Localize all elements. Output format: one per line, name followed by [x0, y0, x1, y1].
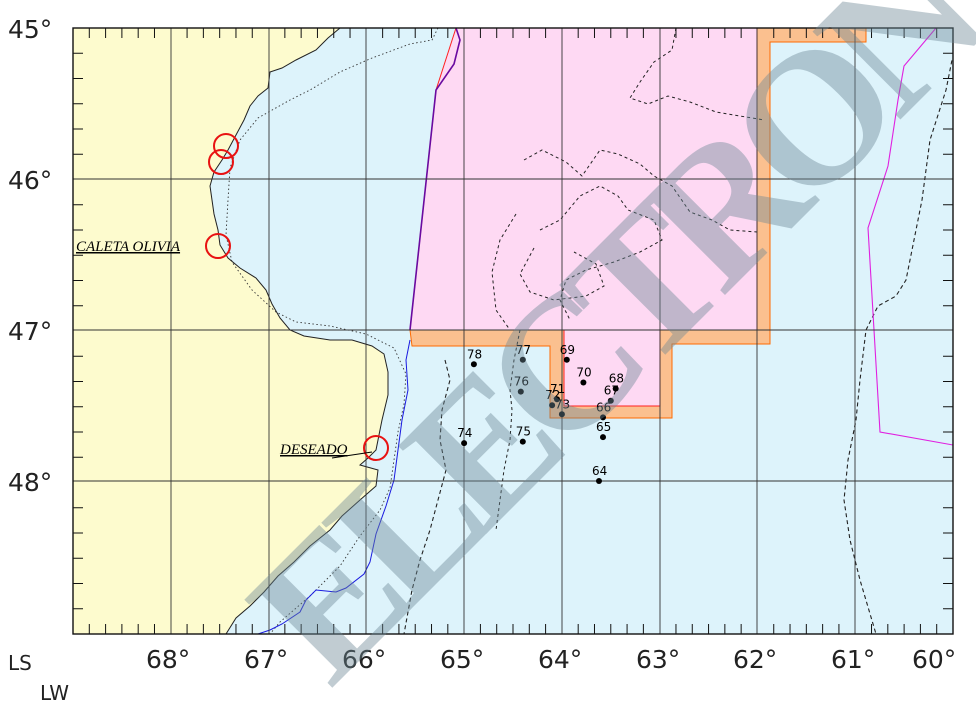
station-label: 65 — [596, 420, 611, 434]
maritime-line-blue — [257, 339, 411, 634]
frame-ticks — [73, 28, 953, 634]
lon-label-63: 63° — [636, 645, 680, 674]
station-point — [612, 385, 619, 392]
station-point — [607, 397, 614, 404]
lon-label-61: 61° — [831, 645, 875, 674]
lat-label-47: 47° — [8, 317, 52, 346]
station-point — [554, 396, 560, 403]
station-point — [519, 438, 526, 445]
station-point — [461, 440, 468, 447]
boundary-magenta — [867, 28, 953, 446]
station-label: 64 — [592, 464, 607, 478]
station-point — [517, 388, 524, 395]
station-point — [600, 414, 606, 421]
lon-label-68: 68° — [146, 645, 190, 674]
port-circle — [213, 133, 239, 159]
station-label: 73 — [555, 397, 570, 411]
station-label: 76 — [514, 375, 529, 389]
graticule — [73, 28, 953, 634]
station-label: 67 — [604, 384, 619, 398]
station-label: 68 — [609, 372, 624, 386]
port-circle — [205, 233, 231, 259]
longitude-labels: 68° 67° 66° 65° 64° 63° 62° 61° 60° — [146, 645, 956, 674]
lon-label-67: 67° — [244, 645, 288, 674]
station-point — [549, 402, 556, 409]
corner-label-lw: LW — [40, 681, 69, 705]
station-label: 75 — [516, 425, 531, 439]
station-label: 66 — [596, 400, 611, 414]
lat-label-48: 48° — [8, 468, 52, 497]
corner-label-ls: LS — [8, 651, 32, 675]
station-label: 69 — [560, 343, 575, 357]
station-point — [580, 379, 587, 386]
lat-label-45: 45° — [8, 15, 52, 44]
isobath-shallow — [225, 28, 439, 634]
lon-label-65: 65° — [440, 645, 484, 674]
lat-label-46: 46° — [8, 166, 52, 195]
lon-label-60: 60° — [912, 645, 956, 674]
station-point — [470, 361, 477, 368]
station-point — [519, 356, 526, 363]
station-label: 71 — [550, 382, 565, 396]
station-point — [600, 434, 606, 441]
latitude-labels: 45° 46° 47° 48° — [8, 15, 52, 497]
station-label: 77 — [516, 343, 531, 357]
place-label-caleta-olivia: CALETA OLIVIA — [76, 239, 181, 255]
place-label-deseado: DESEADO — [279, 442, 348, 458]
deseado-leader — [331, 451, 373, 459]
lon-label-64: 64° — [538, 645, 582, 674]
lon-label-62: 62° — [733, 645, 777, 674]
station-point — [558, 411, 565, 418]
station-label: 74 — [457, 426, 472, 440]
station-point — [596, 478, 602, 484]
station-label: 78 — [467, 347, 482, 361]
zone-fishing-westedge — [409, 28, 461, 331]
lon-label-66: 66° — [342, 645, 386, 674]
isobath-outer — [843, 56, 953, 634]
station-point — [563, 356, 570, 363]
isobath-deep — [403, 359, 451, 634]
station-label: 70 — [576, 366, 591, 380]
port-circle — [208, 149, 234, 175]
port-circle — [363, 435, 389, 461]
port-markers — [205, 133, 389, 461]
